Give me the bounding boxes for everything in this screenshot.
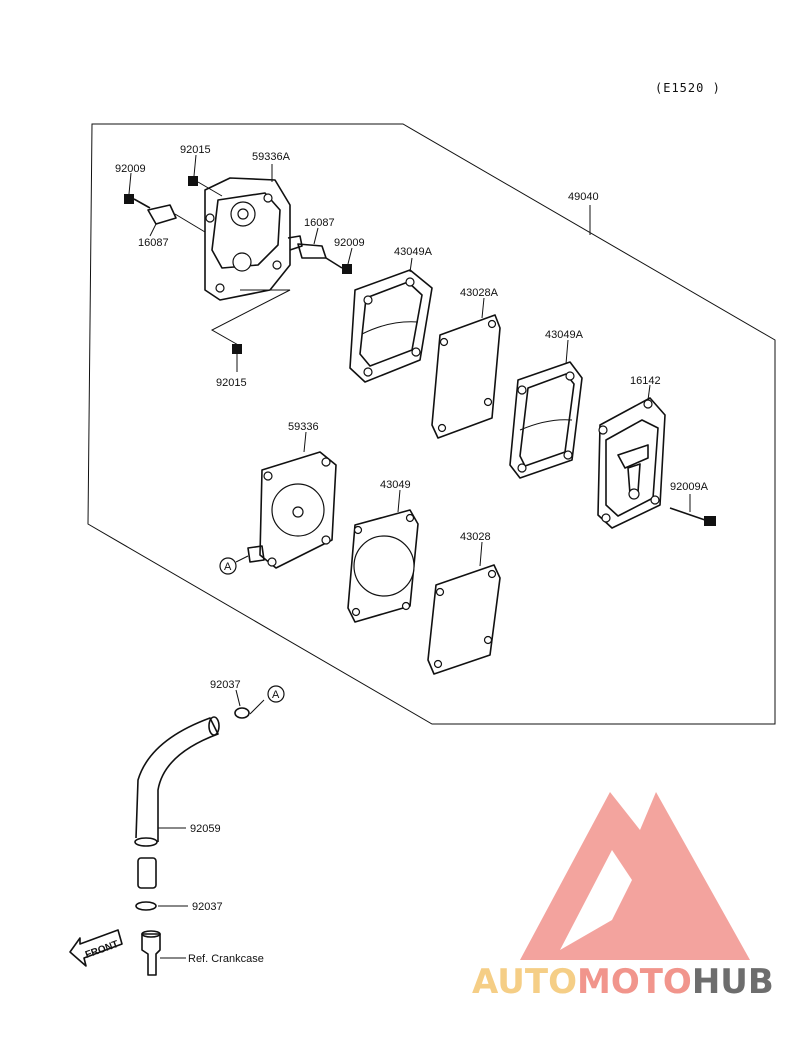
watermark-auto: AUTO (472, 962, 577, 1002)
assembly-boundary (87, 123, 776, 725)
watermark-text: AUTOMOTOHUB (472, 962, 774, 1002)
gasket-43049 (347, 489, 419, 623)
hose-92059 (134, 716, 220, 847)
fitting-16087-left (147, 204, 206, 237)
nut-92015-bottom (210, 289, 291, 372)
label-16087-right: 16087 (304, 217, 335, 229)
label-49040: 49040 (568, 191, 599, 203)
label-92037-top: 92037 (210, 679, 241, 691)
watermark-moto: MOTO (577, 962, 692, 1002)
marker-a-left-label: A (224, 561, 232, 573)
front-arrow-icon: FRONT (69, 929, 123, 967)
label-ref-crankcase: Ref. Crankcase (188, 953, 264, 965)
clamp-92037-top (234, 689, 265, 719)
watermark-logo: AUTOMOTOHUB (472, 792, 774, 1002)
label-92015-bottom: 92015 (216, 377, 247, 389)
label-16142: 16142 (630, 375, 661, 387)
gasket-43049A-2 (509, 339, 583, 479)
hose-sleeve (137, 857, 157, 889)
cover-16142 (597, 384, 666, 529)
label-43049: 43049 (380, 479, 411, 491)
diaphragm-43028 (427, 541, 501, 675)
label-92009-left: 92009 (115, 163, 146, 175)
label-92009-right: 92009 (334, 237, 365, 249)
label-92037-bottom: 92037 (192, 901, 223, 913)
clamp-92037-bottom (135, 901, 188, 911)
watermark-triangle-icon (520, 792, 750, 960)
diaphragm-43028A (431, 297, 501, 439)
label-92015-top: 92015 (180, 144, 211, 156)
front-label: FRONT (84, 939, 120, 961)
label-43028A: 43028A (460, 287, 499, 299)
label-92059: 92059 (190, 823, 221, 835)
label-43049A-1: 43049A (394, 246, 433, 258)
gasket-43049A-1 (349, 257, 433, 383)
label-59336A: 59336A (252, 151, 291, 163)
crankcase-fitting (141, 930, 186, 976)
marker-a-right-label: A (272, 689, 280, 701)
pump-body-59336A (204, 177, 303, 301)
screw-92009-right (325, 247, 353, 274)
marker-a-right: A (267, 685, 285, 703)
nut-92015-top (188, 154, 223, 197)
watermark-hub: HUB (692, 962, 774, 1002)
screw-92009-left (124, 172, 151, 209)
label-43028: 43028 (460, 531, 491, 543)
label-92009A: 92009A (670, 481, 709, 493)
diagram-code: (E1520 ) (655, 81, 721, 95)
label-16087-left: 16087 (138, 237, 169, 249)
label-43049A-2: 43049A (545, 329, 584, 341)
label-59336: 59336 (288, 421, 319, 433)
body-plate-59336 (235, 431, 337, 569)
marker-a-left: A (219, 557, 237, 575)
screw-92009A (669, 494, 716, 526)
